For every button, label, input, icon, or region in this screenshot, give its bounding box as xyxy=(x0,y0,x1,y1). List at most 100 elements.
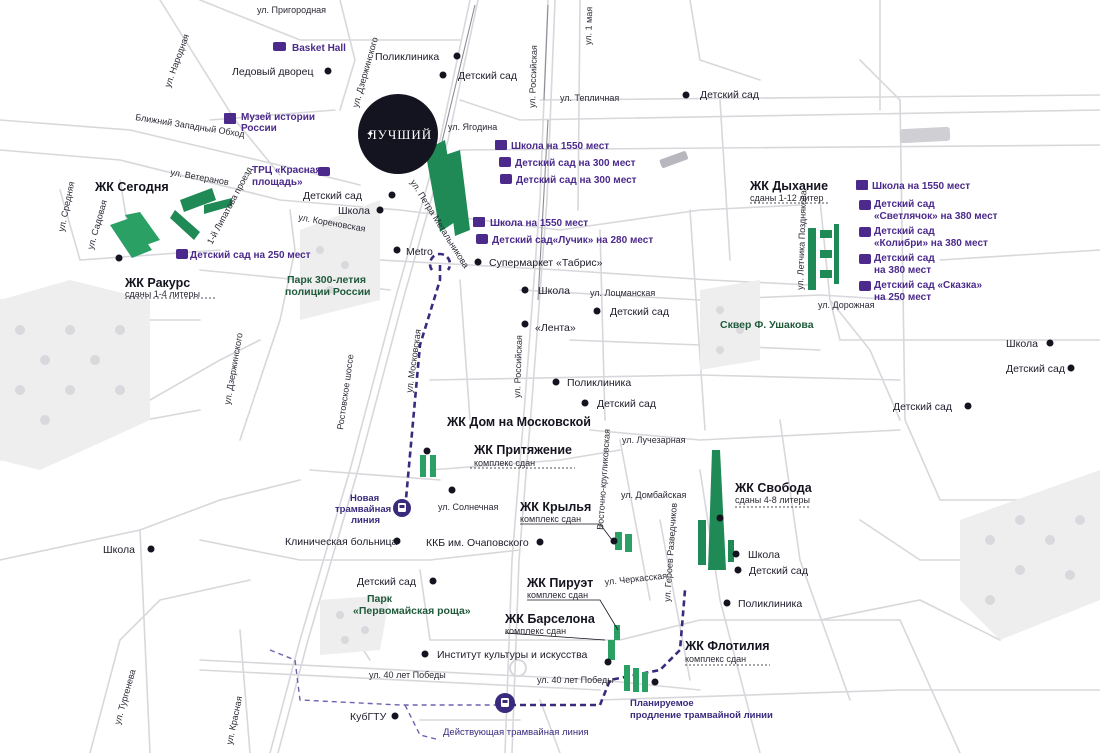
street-label: Ростовское шоссе xyxy=(335,354,355,431)
park-label: Сквер Ф. Ушакова xyxy=(720,319,814,331)
poi-label: Детский сад на 250 мест xyxy=(190,250,311,261)
street-label: ул. Ягодина xyxy=(448,122,497,132)
place-label: Поликлиника xyxy=(375,51,439,63)
complex-name: ЖК Барселона xyxy=(504,612,596,626)
place-label: Поликлиника xyxy=(567,377,631,389)
street-label: ул. Дзержинского xyxy=(222,332,244,405)
school-icon xyxy=(856,180,868,190)
complex-sub: комплекс сдан xyxy=(520,514,581,524)
tram-stop-icon xyxy=(393,499,411,517)
poi-label: Детский сад«Лучик» на 280 мест xyxy=(492,235,653,246)
kindergarten-icon xyxy=(859,281,871,291)
complex-sub: комплекс сдан xyxy=(527,590,588,600)
complex-sub: сданы 1-4 литеры xyxy=(125,289,200,299)
complex-sub: сданы 4-8 литеры xyxy=(735,495,810,505)
school-icon xyxy=(495,140,507,150)
complex-name: ЖК Свобода xyxy=(734,481,813,495)
street-label: ул. Летчика Позднякова xyxy=(795,190,808,290)
block-grey xyxy=(659,151,688,168)
poi-label: на 380 мест xyxy=(874,265,931,276)
place-label: Детский сад xyxy=(749,565,808,577)
poi-labels: Basket Hall Музей истории России ТРЦ «Кр… xyxy=(190,43,998,303)
street-label: ул. Народная xyxy=(162,33,191,89)
street-label: ул. Тургенева xyxy=(112,668,137,725)
kindergarten-icon xyxy=(176,249,188,259)
tram-labels: Новая трамвайная линия Планируемое продл… xyxy=(335,493,773,738)
street-label: ул. Красная xyxy=(224,695,244,745)
block-grey xyxy=(899,126,951,144)
poi-label: Детский сад xyxy=(874,253,935,264)
park-labels: Парк 300-летия полиции России Сквер Ф. У… xyxy=(285,274,814,617)
complex-name: ЖК Ракурс xyxy=(124,276,190,290)
buildings-svoboda xyxy=(698,450,734,570)
park-label: Парк xyxy=(367,593,393,605)
tram-stop-icon xyxy=(495,693,515,713)
place-label: Детский сад xyxy=(1006,363,1065,375)
complex-name: ЖК Крылья xyxy=(519,500,591,514)
sparkle-icon: ✦ xyxy=(366,129,374,140)
kindergarten-icon xyxy=(859,254,871,264)
poi-label: Музей истории xyxy=(241,112,315,123)
street-label: ул. Солнечная xyxy=(438,502,498,512)
place-label: Школа xyxy=(103,544,135,556)
poi-label: Basket Hall xyxy=(292,43,346,54)
buildings-central xyxy=(425,140,470,236)
street-label: ул. Лоцманская xyxy=(590,288,655,298)
complex-labels: ЖК Сегодня ЖК Ракурс сданы 1-4 литеры ЖК… xyxy=(94,179,828,664)
street-label: ул. Средняя xyxy=(56,180,76,232)
complex-name: ЖК Дом на Московской xyxy=(446,415,591,429)
street-label: ул. Российская xyxy=(527,45,539,108)
complex-name: ЖК Флотилия xyxy=(684,639,770,653)
tram-existing-line xyxy=(269,649,500,741)
poi-label: площадь» xyxy=(252,177,303,188)
street-label: ул. Лучезарная xyxy=(622,435,686,445)
place-label: КубГТУ xyxy=(350,711,387,723)
railway xyxy=(439,4,549,301)
tram-label: продление трамвайной линии xyxy=(630,710,773,721)
poi-label: России xyxy=(241,123,277,134)
buildings-dyhanie xyxy=(808,224,839,290)
buildings-segodnya xyxy=(170,188,232,240)
street-label: ул. Дзержинского xyxy=(350,36,380,109)
complex-sub: комплекс сдан xyxy=(685,654,746,664)
street-label: ул. Домбайская xyxy=(621,490,686,500)
developer-logo: ЛУЧШИЙ ✦ xyxy=(358,94,438,174)
poi-label: Школа на 1550 мест xyxy=(511,141,609,152)
street-label: ул. Черкасская xyxy=(604,570,668,587)
place-label: Детский сад xyxy=(700,89,759,101)
street-label: ул. Тепличная xyxy=(560,93,619,103)
place-label: Детский сад xyxy=(610,306,669,318)
buildings-flotiliya xyxy=(624,665,648,692)
museum-icon xyxy=(224,113,236,124)
place-label: Детский сад xyxy=(597,398,656,410)
tram-label: линия xyxy=(351,515,380,526)
kindergarten-icon xyxy=(476,234,488,244)
place-label: Поликлиника xyxy=(738,598,802,610)
place-label: ККБ им. Очаповского xyxy=(426,537,529,549)
street-label: ул. Пригородная xyxy=(257,5,326,15)
street-label: ул. Московская xyxy=(404,328,423,393)
complex-name: ЖК Дыхание xyxy=(749,179,828,193)
tram-label: Новая xyxy=(350,493,379,504)
street-label: ул. Ветеранов xyxy=(170,167,230,187)
kindergarten-icon xyxy=(859,227,871,237)
buildings-prityazhenie xyxy=(420,455,436,477)
poi-label: Школа на 1550 мест xyxy=(872,181,970,192)
street-label: ул. Садовая xyxy=(85,199,109,251)
poi-label: «Колибри» на 380 мест xyxy=(874,237,988,249)
poi-label: Детский сад на 300 мест xyxy=(515,158,636,169)
buildings-rakurs xyxy=(110,212,160,258)
poi-icons xyxy=(176,42,871,291)
buildings-barselona xyxy=(608,625,620,660)
place-label: Институт культуры и искусства xyxy=(437,649,588,661)
poi-label: ТРЦ «Красная xyxy=(252,165,321,176)
place-label: Школа xyxy=(538,285,570,297)
poi-label: Школа на 1550 мест xyxy=(490,218,588,229)
street-label: ул. 40 лет Победы xyxy=(537,675,614,685)
complex-name: ЖК Притяжение xyxy=(473,443,572,457)
complex-sub: комплекс сдан xyxy=(474,458,535,468)
poi-label: Детский сад xyxy=(874,226,935,237)
street-label: Восточно-кругликовская xyxy=(595,429,612,531)
